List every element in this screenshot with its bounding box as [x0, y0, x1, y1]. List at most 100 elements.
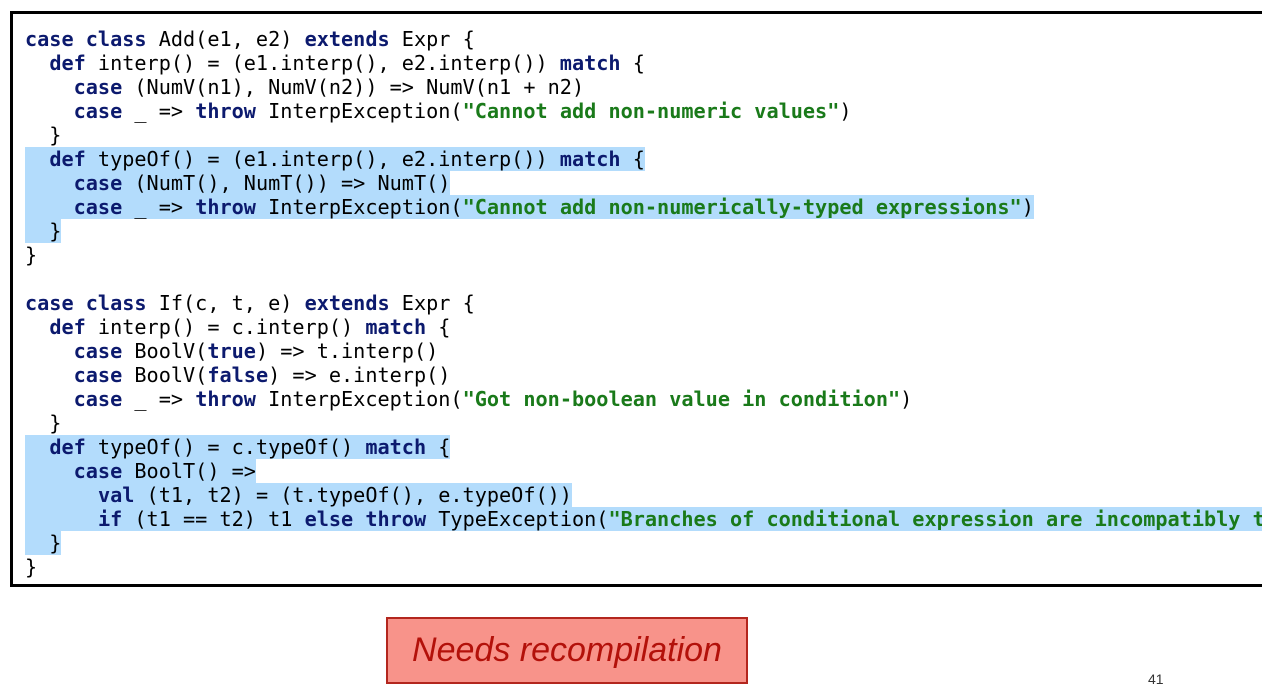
code-line: } [25, 531, 1262, 555]
code-text [25, 387, 74, 411]
code-block: case class Add(e1, e2) extends Expr { de… [25, 27, 1262, 579]
code-text: interp() = c.interp() [85, 315, 366, 339]
code-text: } [25, 411, 62, 435]
code-text: { [620, 147, 645, 171]
code-text: _ => [122, 99, 196, 123]
code-line: val (t1, t2) = (t.typeOf(), e.typeOf()) [25, 483, 1262, 507]
code-keyword: def [49, 435, 86, 459]
code-line [25, 267, 1262, 291]
code-keyword: match [559, 147, 621, 171]
code-text: ) [1021, 195, 1034, 219]
code-line: case BoolV(false) => e.interp() [25, 363, 1262, 387]
code-keyword: case [73, 387, 123, 411]
code-keyword: true [207, 339, 256, 363]
needs-recompilation-callout: Needs recompilation [386, 617, 748, 684]
code-text: } [25, 219, 62, 243]
code-string: "Cannot add non-numerically-typed expres… [462, 195, 1022, 219]
code-text: TypeException( [426, 507, 609, 531]
code-text: Expr { [389, 291, 475, 315]
code-text: (t1, t2) = (t.typeOf(), e.typeOf()) [134, 483, 572, 507]
code-text: { [620, 51, 645, 75]
code-text [25, 339, 74, 363]
code-keyword: match [559, 51, 621, 75]
code-text: (t1 == t2) t1 [122, 507, 305, 531]
code-text: { [426, 315, 451, 339]
code-line: } [25, 411, 1262, 435]
code-line: case _ => throw InterpException("Cannot … [25, 99, 1262, 123]
code-string: "Cannot add non-numeric values" [462, 99, 840, 123]
code-keyword: extends [304, 27, 390, 51]
code-keyword: case [73, 75, 123, 99]
code-keyword: else [304, 507, 354, 531]
code-keyword: throw [365, 507, 427, 531]
page-number: 41 [1148, 671, 1164, 687]
code-text [353, 507, 365, 531]
code-keyword: def [49, 51, 86, 75]
code-text: InterpException( [255, 99, 463, 123]
code-text [25, 51, 49, 75]
code-keyword: case class [25, 291, 147, 315]
code-text: } [25, 555, 38, 579]
code-text [25, 171, 74, 195]
code-keyword: def [49, 315, 86, 339]
callout-text: Needs recompilation [412, 631, 722, 669]
code-text: InterpException( [255, 387, 463, 411]
code-text: ) => t.interp() [255, 339, 439, 363]
code-listing-panel: case class Add(e1, e2) extends Expr { de… [10, 11, 1262, 587]
code-text [25, 147, 49, 171]
code-line: case _ => throw InterpException("Got non… [25, 387, 1262, 411]
code-line: } [25, 219, 1262, 243]
code-string: "Branches of conditional expression are … [608, 507, 1262, 531]
code-text: { [426, 435, 451, 459]
code-keyword: throw [195, 387, 256, 411]
code-text [25, 483, 98, 507]
code-text: _ => [122, 195, 196, 219]
code-keyword: case [73, 195, 123, 219]
code-text [25, 99, 74, 123]
code-text: If(c, t, e) [146, 291, 305, 315]
code-text [25, 507, 98, 531]
code-line: case (NumV(n1), NumV(n2)) => NumV(n1 + n… [25, 75, 1262, 99]
code-keyword: if [97, 507, 123, 531]
code-text [25, 459, 74, 483]
code-text: BoolV( [122, 363, 208, 387]
code-line: case BoolV(true) => t.interp() [25, 339, 1262, 363]
code-line: def typeOf() = (e1.interp(), e2.interp()… [25, 147, 1262, 171]
code-keyword: false [207, 363, 269, 387]
code-string: "Got non-boolean value in condition" [462, 387, 901, 411]
code-text [25, 75, 74, 99]
code-text: BoolT() => [122, 459, 256, 483]
code-text [25, 435, 49, 459]
code-keyword: case [73, 171, 123, 195]
code-text [25, 195, 74, 219]
code-line: } [25, 555, 1262, 579]
code-keyword: case [73, 459, 123, 483]
code-text: BoolV( [122, 339, 208, 363]
code-line: case (NumT(), NumT()) => NumT() [25, 171, 1262, 195]
code-keyword: case [73, 363, 123, 387]
code-line: case class Add(e1, e2) extends Expr { [25, 27, 1262, 51]
code-keyword: case [73, 339, 123, 363]
code-line: case class If(c, t, e) extends Expr { [25, 291, 1262, 315]
code-keyword: extends [304, 291, 390, 315]
code-line: case BoolT() => [25, 459, 1262, 483]
code-text: } [25, 531, 62, 555]
code-text: _ => [122, 387, 196, 411]
code-line: case _ => throw InterpException("Cannot … [25, 195, 1262, 219]
code-text: } [25, 243, 38, 267]
code-line: def interp() = c.interp() match { [25, 315, 1262, 339]
code-text: (NumV(n1), NumV(n2)) => NumV(n1 + n2) [122, 75, 585, 99]
code-line: } [25, 243, 1262, 267]
code-text: } [25, 123, 62, 147]
code-line: def typeOf() = c.typeOf() match { [25, 435, 1262, 459]
code-keyword: case [73, 99, 123, 123]
code-text: typeOf() = (e1.interp(), e2.interp()) [85, 147, 560, 171]
code-text: ) [839, 99, 852, 123]
code-keyword: case class [25, 27, 147, 51]
code-keyword: match [365, 315, 427, 339]
code-text [25, 363, 74, 387]
code-keyword: val [97, 483, 135, 507]
code-text: Expr { [389, 27, 475, 51]
code-line: def interp() = (e1.interp(), e2.interp()… [25, 51, 1262, 75]
code-text [25, 315, 49, 339]
